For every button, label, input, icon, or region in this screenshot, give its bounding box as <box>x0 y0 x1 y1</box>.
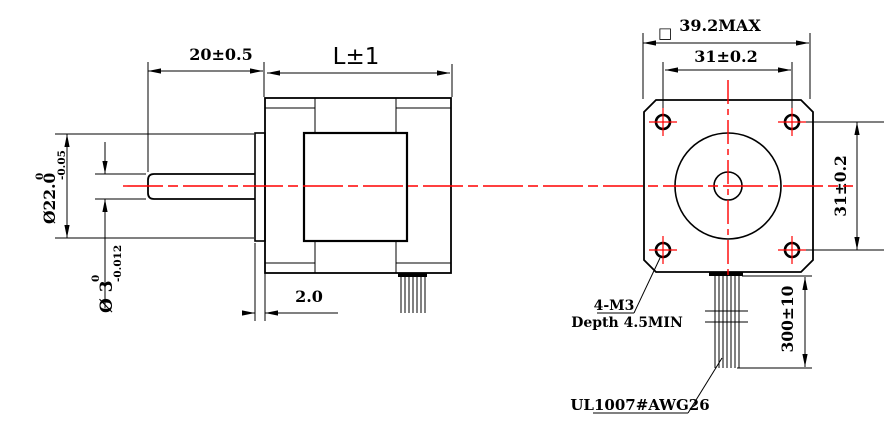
square-symbol-icon: □ <box>658 24 672 42</box>
arrowhead <box>265 310 278 316</box>
motor-body-front <box>643 99 814 273</box>
wire-length-dim: 300±10 <box>778 285 797 352</box>
svg-text:31±0.2: 31±0.2 <box>831 155 850 217</box>
arrowhead <box>854 122 860 135</box>
side-wire-bundle <box>398 273 427 313</box>
svg-text:0: 0 <box>90 275 102 282</box>
arrowhead <box>796 40 809 46</box>
svg-text:-0.05: -0.05 <box>56 150 68 180</box>
pilot-diameter-dim: Ø22.0 0 -0.05 <box>34 150 68 224</box>
front-view-dimensions: □ 39.2MAX 31±0.2 31±0.2 300±10 4 <box>570 16 884 414</box>
hole-crosshairs <box>649 108 806 264</box>
shaft-length-dim: 20±0.5 <box>189 45 253 64</box>
svg-text:300±10: 300±10 <box>778 285 797 352</box>
arrowhead <box>267 70 280 76</box>
centerlines <box>123 80 853 276</box>
mounting-hole-spec-label: 4-M3 <box>594 298 635 314</box>
front-wire-bundle <box>705 272 748 368</box>
side-view <box>147 97 452 313</box>
arrowhead <box>242 310 255 316</box>
arrowhead <box>250 68 263 74</box>
mounting-hole-depth-label: Depth 4.5MIN <box>571 315 683 331</box>
svg-text:Ø22.0: Ø22.0 <box>40 173 59 224</box>
arrowhead <box>643 40 656 46</box>
shaft-diameter-dim: Ø 3 0 -0.012 <box>90 245 124 313</box>
arrowhead <box>802 354 808 367</box>
hole-spacing-v-dim: 31±0.2 <box>831 155 850 217</box>
arrowhead <box>64 134 70 147</box>
arrowhead <box>665 67 678 73</box>
arrowhead <box>854 237 860 250</box>
arrowhead <box>778 67 791 73</box>
arrowhead <box>148 68 161 74</box>
wire-spec-label: UL1007#AWG26 <box>570 396 709 414</box>
arrowhead <box>64 225 70 238</box>
arrowhead <box>102 199 108 212</box>
arrowhead <box>437 70 450 76</box>
leader-line <box>687 357 723 414</box>
wire-exit-grommet <box>709 272 743 276</box>
hole-spacing-h-dim: 31±0.2 <box>694 47 758 66</box>
body-length-dim: L±1 <box>333 44 380 70</box>
flange-thickness-dim: 2.0 <box>295 287 323 306</box>
arrowhead <box>802 277 808 290</box>
svg-text:-0.012: -0.012 <box>112 245 124 282</box>
frame-size-dim: 39.2MAX <box>679 16 761 35</box>
arrowhead <box>102 161 108 174</box>
svg-text:0: 0 <box>34 173 46 180</box>
pilot-boss <box>254 132 266 242</box>
wire-exit-grommet <box>398 273 427 277</box>
stator-stack <box>302 131 409 243</box>
leader-line <box>633 257 661 314</box>
side-view-dimensions: 20±0.5 L±1 Ø22.0 0 -0.05 Ø 3 0 -0.012 <box>34 44 453 321</box>
svg-text:Ø 3: Ø 3 <box>97 280 117 313</box>
